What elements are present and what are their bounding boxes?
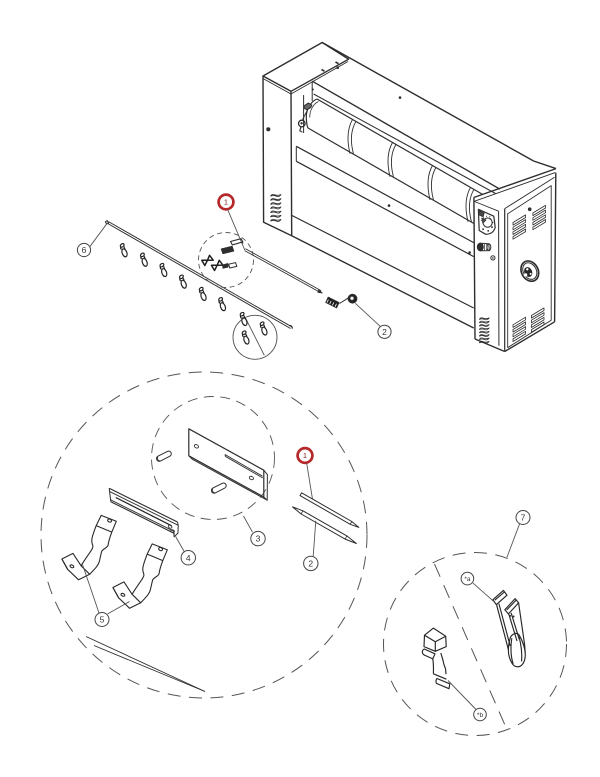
svg-text:6: 6 <box>82 245 87 255</box>
svg-text:4: 4 <box>186 553 191 563</box>
svg-text:7: 7 <box>521 513 526 523</box>
svg-text:2: 2 <box>308 558 313 568</box>
svg-text:3: 3 <box>256 534 261 544</box>
svg-text:1: 1 <box>303 451 307 460</box>
svg-text:2: 2 <box>382 327 387 337</box>
svg-text:1: 1 <box>224 198 228 207</box>
svg-text:*a: *a <box>464 576 471 583</box>
svg-text:5: 5 <box>100 615 105 625</box>
svg-text:*b: *b <box>477 712 484 719</box>
